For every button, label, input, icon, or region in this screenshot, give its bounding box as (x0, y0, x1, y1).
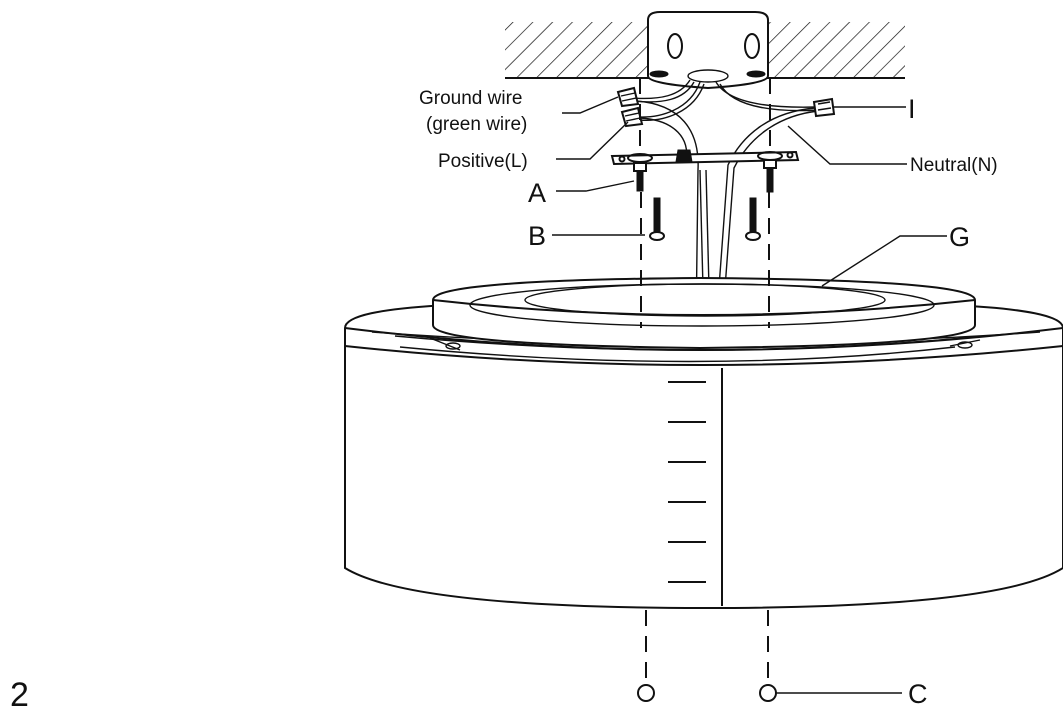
ground-wire-label-line1: Ground wire (419, 88, 523, 109)
neutral-label: Neutral(N) (910, 155, 998, 176)
label-A: A (528, 178, 546, 208)
label-G: G (949, 222, 970, 252)
label-B: B (528, 221, 546, 251)
label-I: I (908, 94, 916, 124)
positive-label: Positive(L) (438, 151, 528, 172)
ground-wire-label-line2: (green wire) (426, 114, 527, 135)
bolt-B-right (745, 197, 761, 241)
step-number: 2 (10, 676, 29, 713)
knob-C-right (759, 684, 777, 702)
light-fixture (344, 276, 1063, 610)
screw-A-right (763, 159, 777, 193)
knob-C-left (637, 684, 655, 702)
bolt-B-left (649, 197, 665, 241)
leader-lines (552, 96, 947, 694)
screw-A-left (633, 162, 647, 192)
alignment-lines (639, 78, 771, 684)
wires (631, 79, 819, 329)
wire-nuts (616, 86, 836, 128)
label-C: C (908, 679, 928, 709)
junction-box (647, 11, 769, 90)
